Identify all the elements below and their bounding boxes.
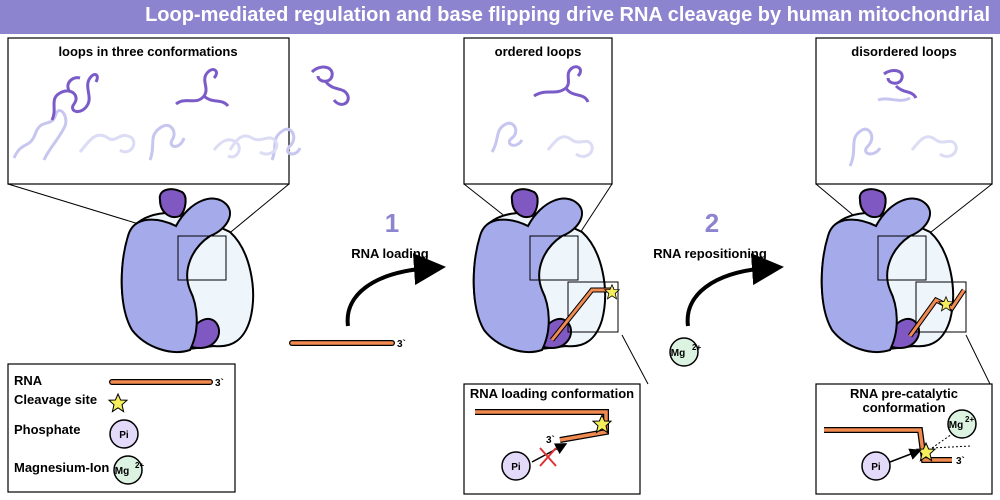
panel-disordered-loops: disordered loops (815, 37, 993, 185)
panel-ordered-loops: ordered loops (463, 37, 613, 185)
loading-pi-icon (501, 451, 531, 481)
legend-pi-icon (109, 419, 139, 449)
legend-mg-icon (113, 455, 143, 485)
panel-precatalytic-conformation: RNA pre-catalytic conformation 3` Mg 2+ … (815, 383, 993, 495)
panel-title-loading: RNA loading conformation (470, 386, 634, 401)
free-rna-3prime-label: 3` (397, 339, 406, 350)
precat-pi-label: Pi (871, 462, 881, 473)
protein-ordered (472, 188, 620, 353)
mg-ion-charge: 2+ (692, 343, 701, 352)
legend-rna-end: 3` (215, 378, 224, 389)
precat-mg-icon (947, 409, 977, 439)
legend-mg-symbol: Mg (115, 466, 129, 477)
legend: RNA 3` Cleavage site Phosphate Pi Magnes… (7, 363, 236, 493)
step-1-label: RNA loading (351, 246, 429, 261)
step-2: 2 RNA repositioning Mg 2+ (653, 208, 784, 367)
figure-title: Loop-mediated regulation and base flippi… (145, 4, 990, 26)
panel-loading-conformation: RNA loading conformation 3` Pi (463, 383, 641, 495)
precat-pi-icon (861, 451, 891, 481)
step-1-number: 1 (385, 208, 399, 238)
protein-disordered (820, 188, 967, 353)
loading-pi-label: Pi (511, 462, 521, 473)
precat-mg-label: Mg (949, 420, 963, 431)
precat-mg-charge: 2+ (965, 415, 974, 424)
blocked-cross-icon (539, 447, 557, 467)
mg-ion-label: Mg (671, 348, 685, 359)
panel-title-disordered: disordered loops (851, 44, 956, 59)
step-2-arrow (685, 253, 784, 327)
panel-title-precat-1: RNA pre-catalytic (850, 386, 958, 401)
legend-magnesium-label: Magnesium-Ion (14, 460, 109, 475)
step-2-label: RNA repositioning (653, 246, 767, 261)
precat-rna-3prime: 3` (956, 456, 965, 467)
legend-mg-charge: 2+ (135, 461, 144, 470)
legend-cleavage-label: Cleavage site (14, 392, 97, 407)
legend-phosphate-label: Phosphate (14, 422, 80, 437)
step-2-number: 2 (705, 208, 719, 238)
title-banner: Loop-mediated regulation and base flippi… (0, 0, 1000, 34)
zoom-line-precat (965, 334, 991, 385)
protein-apo (120, 188, 254, 353)
panel-title-three-conformations: loops in three conformations (58, 44, 237, 59)
loading-rna-3prime: 3` (546, 435, 555, 446)
zoom-line-loading (621, 334, 649, 385)
mg-ion (669, 337, 699, 367)
step-1: 1 RNA loading 3` (289, 208, 446, 350)
panel-three-conformations: loops in three conformations (7, 37, 350, 185)
legend-pi-symbol: Pi (119, 430, 129, 441)
legend-rna-label: RNA (14, 373, 43, 388)
step-1-arrow (345, 253, 446, 327)
panel-title-ordered: ordered loops (495, 44, 582, 59)
panel-title-precat-2: conformation (862, 400, 945, 415)
